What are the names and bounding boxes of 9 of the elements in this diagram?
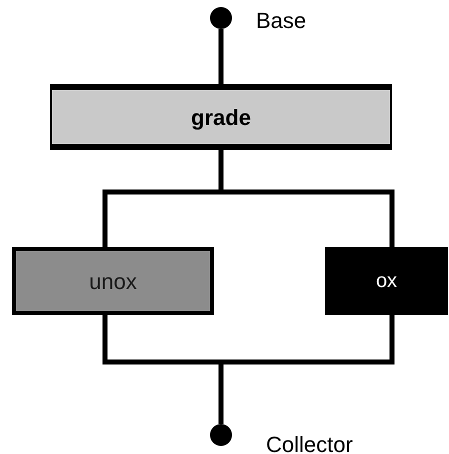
terminal-label: Base — [256, 7, 306, 35]
layer-label: unox — [89, 268, 137, 296]
oxidized-region-box — [325, 247, 448, 315]
unoxidized-region-box — [12, 247, 214, 315]
layer-label: grade — [191, 104, 251, 132]
layer-label: ox — [376, 269, 398, 294]
grade-layer-box — [50, 84, 392, 150]
connector-line — [218, 29, 224, 84]
terminal-label: Collector — [266, 431, 353, 454]
